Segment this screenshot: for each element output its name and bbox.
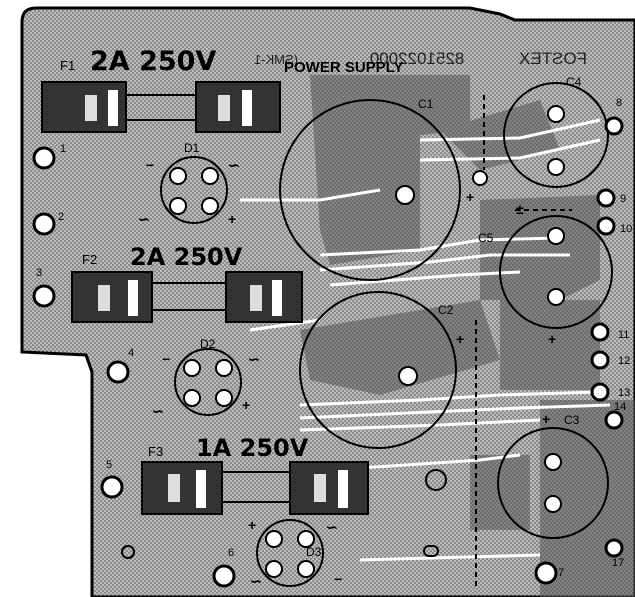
jumper-plus-minus: ± <box>516 201 524 217</box>
d1-ac-2: ∽ <box>138 211 150 227</box>
terminal-8-label: 8 <box>616 97 622 109</box>
d1-minus: − <box>146 157 154 173</box>
terminal-6-label: 6 <box>228 547 234 559</box>
fuse-f1 <box>41 81 281 133</box>
fuse-f2 <box>71 271 303 323</box>
diode-d1-ref: D1 <box>184 141 200 155</box>
terminal-1-label: 1 <box>60 143 66 155</box>
terminal-11-label: 11 <box>618 329 629 341</box>
fuse-f2-rating: 2A 250V <box>130 243 243 271</box>
capacitor-c5-ref: C5 <box>478 231 494 245</box>
terminal-2-label: 2 <box>58 211 64 223</box>
capacitor-c4-ref: C4 <box>566 75 582 89</box>
terminal-3-label: 3 <box>36 267 42 279</box>
capacitor-c1 <box>279 99 488 281</box>
capacitor-c5 <box>499 215 613 329</box>
board-code-mirrored: (SMK-1 <box>254 52 298 67</box>
d3-plus: + <box>248 517 256 533</box>
terminal-12-label: 12 <box>618 355 630 367</box>
brand-mirrored: FOSTEX <box>519 49 587 68</box>
capacitor-c4 <box>503 82 609 188</box>
terminal-7-label: 7 <box>558 567 564 579</box>
fuse-f3 <box>141 461 369 515</box>
terminal-10-label: 10 <box>620 223 632 235</box>
fuse-f1-rating: 2A 250V <box>90 46 216 77</box>
diode-d3-ref: D3 <box>306 545 322 559</box>
c5-plus: + <box>548 331 556 347</box>
d2-plus: + <box>242 397 250 413</box>
diode-d2 <box>174 348 242 416</box>
c1-plus: + <box>466 189 474 205</box>
d2-ac-2: ∽ <box>152 403 164 419</box>
d1-ac-1: ∽ <box>228 157 240 173</box>
d2-minus: − <box>162 351 170 367</box>
d3-minus: − <box>334 571 342 587</box>
part-number-mirrored: 8251022000 <box>370 49 465 68</box>
terminal-13-label: 13 <box>618 387 630 399</box>
terminal-14-label: 14 <box>614 401 626 413</box>
board-title: POWER SUPPLY <box>284 59 403 76</box>
terminal-numbers: 1 2 3 4 5 6 7 8 9 10 11 12 13 14 17 <box>36 97 632 579</box>
terminal-5-label: 5 <box>106 459 112 471</box>
terminal-17-label: 17 <box>612 557 624 569</box>
jumper-lines <box>475 95 572 590</box>
capacitor-c3-ref: C3 <box>564 413 580 427</box>
d2-ac-1: ∽ <box>248 351 260 367</box>
capacitor-c2-ref: C2 <box>438 303 454 317</box>
diode-d3 <box>256 519 324 587</box>
d3-ac-2: ∽ <box>250 573 262 589</box>
polarity-marks: − + ∽ ∽ − + ∽ ∽ + − ∽ ∽ + + + + ± <box>138 157 556 589</box>
terminal-pads <box>32 116 624 588</box>
fuse-f1-ref: F1 <box>60 58 75 73</box>
terminal-4-label: 4 <box>128 347 134 359</box>
fuse-f3-ref: F3 <box>148 444 163 459</box>
c2-plus: + <box>456 331 464 347</box>
capacitor-c1-ref: C1 <box>418 97 434 111</box>
fuse-f3-rating: 1A 250V <box>196 434 309 462</box>
diode-d2-ref: D2 <box>200 337 216 351</box>
fuse-f2-ref: F2 <box>82 252 97 267</box>
diode-d1 <box>160 156 228 224</box>
terminal-9-label: 9 <box>620 193 626 205</box>
capacitor-c2 <box>299 291 457 449</box>
c3-plus: + <box>542 411 550 427</box>
d3-ac-1: ∽ <box>326 519 338 535</box>
capacitor-c3 <box>497 427 609 539</box>
d1-plus: + <box>228 211 236 227</box>
